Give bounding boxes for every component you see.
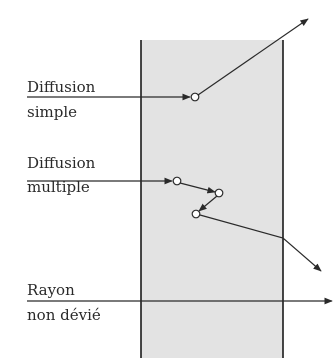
multiple-segment-2: [198, 195, 218, 212]
single-scatter-node: [190, 92, 200, 102]
label-ray-line2: non dévié: [27, 306, 101, 324]
multiple-scatter-node-1: [172, 176, 182, 186]
single-outgoing-ray: [197, 18, 309, 96]
multiple-scatter-node-3: [191, 209, 201, 219]
label-multiple-line2: multiple: [27, 178, 90, 196]
multiple-segment-1: [179, 182, 216, 194]
label-single-line1: Diffusion: [27, 78, 96, 96]
multiple-outgoing-ray: [199, 214, 322, 272]
medium-slab: [141, 40, 283, 358]
multiple-scatter-node-2: [214, 188, 224, 198]
label-multiple-line1: Diffusion: [27, 154, 96, 172]
label-single-line2: simple: [27, 103, 77, 121]
label-ray-line1: Rayon: [27, 281, 75, 299]
